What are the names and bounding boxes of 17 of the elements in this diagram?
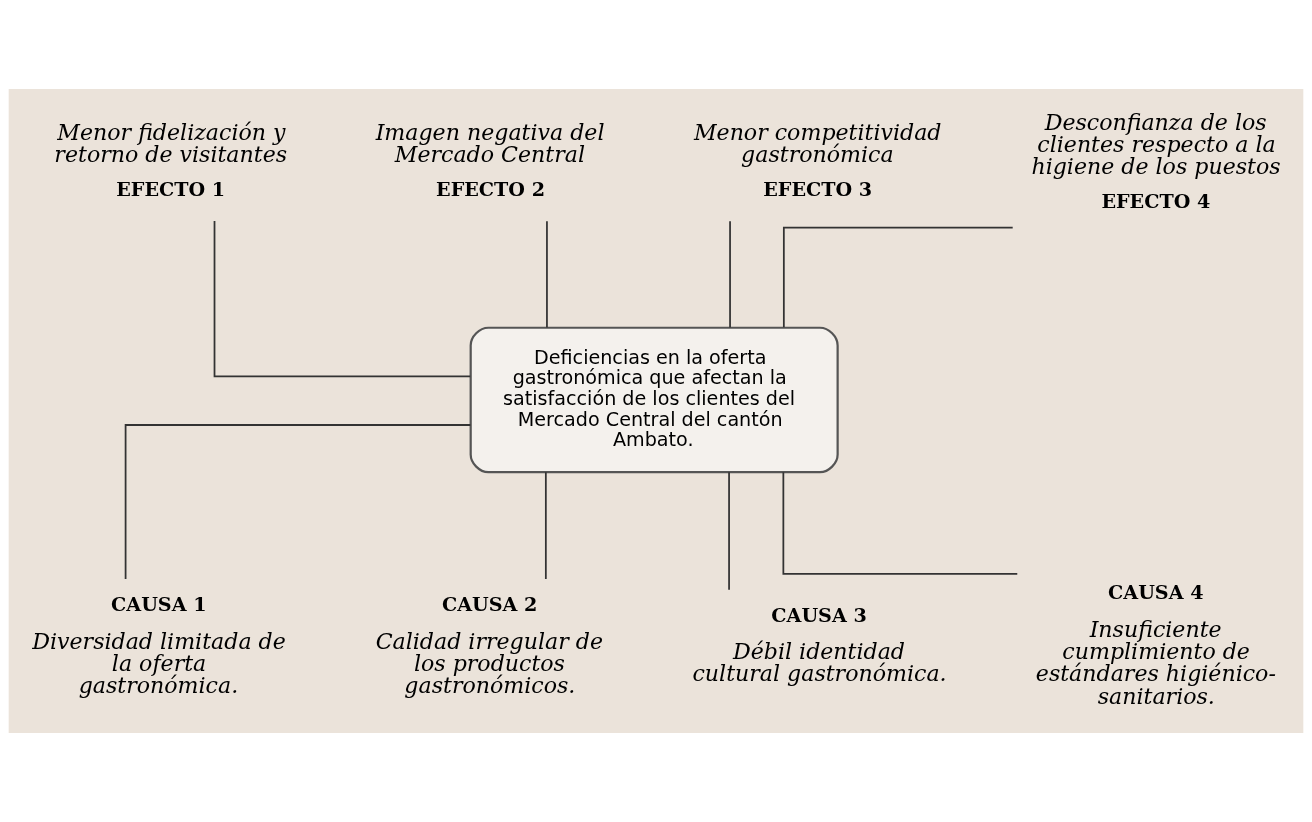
node-text: CAUSA 3 Débil identidad cultural gastronómica.: [692, 603, 947, 687]
node-text: CAUSA 4 Insuficiente cumplimiento de estándares higiénico-sanitarios.: [1035, 581, 1276, 709]
connector: [782, 471, 1019, 575]
connector: [213, 220, 472, 378]
node-text: Desconfianza de los clientes respecto a la higiene de los puestos EFECTO 4: [1031, 108, 1281, 214]
connector: [728, 471, 730, 591]
node-text: CAUSA 2 Calidad irregular de los productos gastronómicos.: [375, 593, 604, 699]
node-text: Menor competitividad gastronómica EFECTO 3: [693, 118, 942, 202]
connector: [729, 220, 731, 329]
node-text: Menor fidelización y retorno de visitantes EFECTO 1: [54, 118, 288, 202]
node-text: CAUSA 1 Diversidad limitada de la oferta gastronómica.: [32, 593, 286, 699]
connector: [782, 226, 1014, 329]
node-box: Deficiencias en la oferta gastronómica que afectan la satisfacción de los clientes del Mercado Central del cantón Ambato.: [469, 326, 839, 474]
node-text: Imagen negativa del Mercado Central EFECTO 2: [375, 118, 605, 202]
connector: [544, 471, 547, 580]
connector: [546, 220, 548, 329]
connector: [124, 424, 472, 580]
